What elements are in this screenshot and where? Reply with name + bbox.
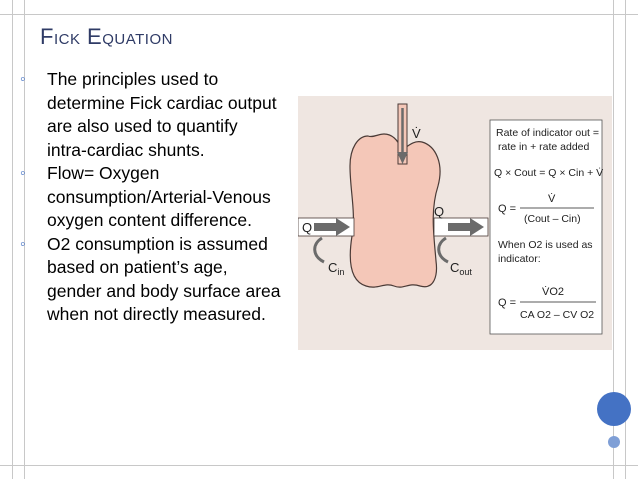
panel-line-1: Rate of indicator out = [496, 127, 599, 139]
bullet-item: ◦ The principles used to determine Fick … [20, 68, 282, 162]
inflow-arrow-head [336, 218, 350, 236]
slide-title: Fick Equation [40, 24, 173, 49]
fick-eq3-denominator: CA O2 – CV O2 [520, 309, 594, 321]
inflow-arrow-shaft [314, 223, 336, 231]
fick-eq3-lhs: Q = [498, 297, 516, 309]
bullet-item: ◦ Flow= Oxygen consumption/Arterial-Veno… [20, 162, 282, 233]
equation-panel [489, 119, 603, 335]
frame-line-bottom [0, 465, 638, 466]
frame-line-right-inner [625, 0, 626, 479]
frame-line-right [613, 0, 614, 479]
panel-line-2: rate in + rate added [498, 141, 590, 153]
when-o2-line-1: When O2 is used as [498, 239, 593, 251]
outflow-label: Q [434, 204, 444, 219]
fick-eq2-lhs: Q = [498, 203, 516, 215]
c-in-hook [313, 236, 325, 264]
decorative-circle-large [597, 392, 631, 426]
bullet-list: ◦ The principles used to determine Fick … [20, 68, 282, 327]
bullet-text: Flow= Oxygen consumption/Arterial-Venous… [47, 163, 271, 230]
bullet-item: ◦ O2 consumption is assumed based on pat… [20, 233, 282, 327]
fick-eq2-denominator: (Cout – Cin) [524, 213, 581, 225]
decorative-circle-small [608, 436, 620, 448]
frame-line-left-inner [24, 0, 25, 479]
fick-equation-1: Q × Cout = Q × Cin + V̇ [494, 166, 603, 179]
ring-bullet-icon: ◦ [20, 235, 26, 253]
when-o2-line-2: indicator: [498, 253, 541, 265]
fick-eq3-numerator: V̇O2 [542, 285, 564, 298]
bullet-text: The principles used to determine Fick ca… [47, 69, 277, 160]
fick-eq2-numerator: V̇ [548, 192, 556, 205]
fick-diagram-svg: V̇ Q Q Cin Cout Rate of indicator out = … [297, 96, 612, 350]
frame-line-left [12, 0, 13, 479]
frame-line-top [0, 14, 638, 15]
ring-bullet-icon: ◦ [20, 71, 26, 88]
c-in-label: Cin [328, 260, 344, 277]
fick-diagram: V̇ Q Q Cin Cout Rate of indicator out = … [297, 96, 612, 350]
outflow-arrow-shaft [448, 223, 470, 231]
c-out-label: Cout [450, 260, 472, 277]
inflow-label: Q [302, 220, 312, 235]
ring-bullet-icon: ◦ [20, 165, 26, 182]
heart-shape [349, 133, 441, 288]
injection-label: V̇ [412, 126, 421, 141]
injection-arrow-head [397, 152, 408, 164]
bullet-text: O2 consumption is assumed based on patie… [47, 233, 281, 325]
c-out-hook [437, 236, 449, 264]
outflow-arrow-head [470, 218, 484, 236]
